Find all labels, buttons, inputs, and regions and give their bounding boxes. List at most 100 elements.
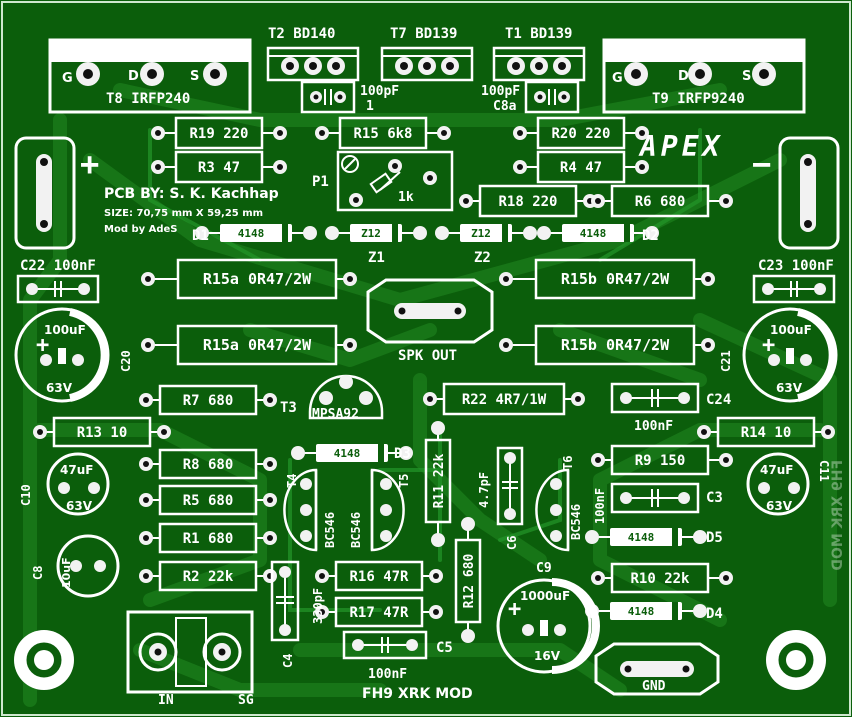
speaker-output[interactable]: SPK OUT — [366, 278, 494, 364]
cap-c23[interactable]: C23 100nF — [752, 258, 836, 304]
transistor-t7[interactable]: T7 BD139 — [380, 26, 474, 82]
svg-text:T5: T5 — [397, 474, 411, 488]
svg-text:C8a: C8a — [493, 99, 517, 114]
resistor-label: R19 220 — [189, 126, 248, 142]
resistor-r22[interactable]: R22 4R7/1W — [423, 382, 585, 416]
resistor-r4[interactable]: R4 47 — [513, 150, 649, 184]
svg-text:BC546: BC546 — [569, 504, 583, 540]
transistor-t4[interactable]: T4 BC546 — [283, 468, 337, 552]
transistor-t2[interactable]: T2 BD140 — [266, 26, 360, 82]
resistor-label: R15 6k8 — [353, 126, 412, 142]
svg-text:1: 1 — [366, 99, 374, 114]
cap-c24[interactable]: C24 100nF — [610, 382, 731, 434]
diode-d3[interactable]: 4148 D3 — [291, 444, 413, 462]
svg-text:63V: 63V — [776, 381, 803, 395]
diode-label: Z2 — [474, 250, 491, 266]
resistor-r15a[interactable]: R15a 0R47/2W — [141, 258, 357, 300]
resistor-r10[interactable]: R10 22k — [591, 562, 733, 594]
transistor-t5[interactable]: T5 BC546 — [349, 468, 411, 552]
diode-marking: 4148 — [238, 227, 265, 240]
transistor-t9[interactable]: G D S T9 IRFP9240 — [602, 38, 806, 114]
cap-c22[interactable]: C22 100nF — [16, 258, 100, 304]
cap-c10[interactable]: 47uF 63V C10 — [19, 452, 110, 516]
svg-text:100uF: 100uF — [44, 323, 86, 337]
transistor-t3[interactable]: T3 MPSA92 — [280, 374, 384, 422]
resistor-r12[interactable]: R12 680 — [454, 517, 482, 643]
svg-text:100nF: 100nF — [634, 419, 673, 434]
mod-text: Mod by AdeS — [104, 224, 178, 235]
svg-text:IN: IN — [158, 693, 174, 708]
svg-text:P1: P1 — [312, 174, 329, 190]
cap-c5[interactable]: C5 100nF — [342, 630, 453, 682]
resistor-r13[interactable]: R13 10 — [33, 416, 171, 448]
resistor-r14[interactable]: R14 10 — [697, 416, 835, 448]
svg-text:10uF: 10uF — [60, 557, 73, 588]
resistor-r15b[interactable]: R15b 0R47/2W — [499, 324, 715, 366]
resistor-r17[interactable]: R17 47R — [315, 596, 443, 628]
resistor-label: R22 4R7/1W — [462, 392, 547, 408]
mounting-hole-left — [14, 630, 74, 690]
ground-terminal[interactable]: GND — [594, 642, 720, 696]
t2-label: T2 BD140 — [268, 26, 335, 42]
svg-text:+: + — [762, 333, 775, 358]
resistor-r8[interactable]: R8 680 — [139, 448, 277, 480]
t9-label: T9 IRFP9240 — [652, 91, 745, 107]
t8-label: T8 IRFP240 — [106, 91, 190, 107]
resistor-r19[interactable]: R19 220 — [151, 116, 287, 150]
resistor-r6[interactable]: R6 680 — [591, 184, 733, 218]
resistor-r11[interactable]: R11 22k — [424, 421, 452, 547]
svg-text:C22 100nF: C22 100nF — [20, 258, 96, 274]
resistor-r9[interactable]: R9 150 — [591, 444, 733, 476]
resistor-r3[interactable]: R3 47 — [151, 150, 287, 184]
cap-c11[interactable]: 47uF 63V C11 — [746, 452, 831, 516]
diode-label: D3 — [394, 446, 411, 462]
resistor-label: R3 47 — [198, 160, 240, 176]
svg-text:G: G — [62, 71, 73, 86]
resistor-r15[interactable]: R15 6k8 — [315, 116, 451, 150]
cap-c3[interactable]: C3 100nF — [593, 482, 723, 524]
transistor-t8[interactable]: G D S T8 IRFP240 — [48, 38, 252, 114]
resistor-r7[interactable]: R7 680 — [139, 384, 277, 416]
cap-c21[interactable]: 100uF 63V + C21 — [719, 307, 838, 403]
resistor-r16[interactable]: R16 47R — [315, 560, 443, 592]
cap-c6[interactable]: 4.7pF C6 — [477, 446, 524, 550]
cap-c8a[interactable]: 100pF C8a — [481, 80, 580, 114]
resistor-label: R20 220 — [551, 126, 610, 142]
diode-marking: 4148 — [334, 447, 361, 460]
transistor-t1[interactable]: T1 BD139 — [492, 26, 586, 82]
svg-text:100uF: 100uF — [770, 323, 812, 337]
resistor-r15a[interactable]: R15a 0R47/2W — [141, 324, 357, 366]
svg-text:D: D — [128, 69, 139, 84]
cap-100pf-left[interactable]: 100pF 1 — [300, 80, 399, 114]
cap-c20[interactable]: 100uF 63V + C20 — [14, 307, 133, 403]
resistor-r2[interactable]: R2 22k — [139, 560, 277, 592]
resistor-r20[interactable]: R20 220 — [513, 116, 649, 150]
resistor-label: R16 47R — [349, 569, 409, 585]
cap-c9[interactable]: C9 1000uF 16V + — [496, 561, 600, 674]
trimmer-p1[interactable]: P1 1k — [312, 150, 454, 212]
svg-text:C11: C11 — [817, 460, 831, 482]
power-connector-minus[interactable]: − — [752, 136, 840, 250]
resistor-r1[interactable]: R1 680 — [139, 522, 277, 554]
cap-c8[interactable]: 10uF C8 — [31, 534, 120, 598]
mounting-hole-right — [766, 630, 826, 690]
svg-text:S: S — [190, 69, 199, 84]
input-connector[interactable]: IN SG — [126, 610, 254, 708]
resistor-label: R2 22k — [183, 569, 234, 585]
diode-marking: Z12 — [361, 227, 381, 240]
svg-text:S: S — [742, 69, 751, 84]
cap-c4[interactable]: 330pF C4 — [270, 560, 325, 668]
power-connector-plus[interactable]: + — [14, 136, 99, 250]
resistor-r5[interactable]: R5 680 — [139, 484, 277, 516]
apex-logo: APEX — [638, 130, 723, 163]
diode-marking: Z12 — [471, 227, 491, 240]
transistor-t6[interactable]: T6 BC546 — [535, 456, 583, 552]
resistor-r15b[interactable]: R15b 0R47/2W — [499, 258, 715, 300]
svg-text:C3: C3 — [706, 490, 723, 506]
